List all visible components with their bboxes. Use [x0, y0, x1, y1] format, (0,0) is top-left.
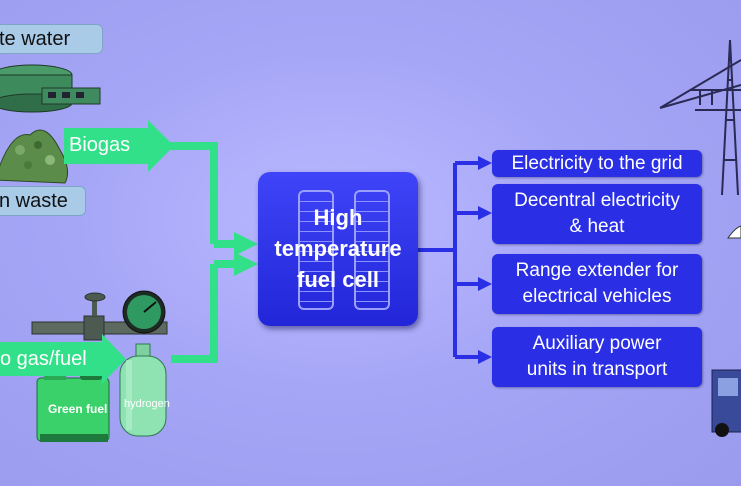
waste-water-label: te water: [0, 24, 103, 54]
output-arrowhead-2: [478, 206, 492, 220]
output-connectors: [418, 161, 482, 359]
green-fuel-text: Green fuel: [48, 402, 108, 416]
hydrogen-text: hydrogen: [124, 398, 170, 410]
treatment-tank-icon: [0, 64, 101, 113]
output-auxiliary-power: Auxiliary power units in transport: [492, 327, 702, 387]
output-label: Electricity to the grid: [511, 152, 683, 174]
output-label: Auxiliary power: [532, 333, 662, 354]
bio-gas-fuel-label: o gas/fuel: [0, 348, 87, 370]
input-connectors: [170, 142, 238, 363]
output-range-extender: Range extender for electrical vehicles: [492, 254, 702, 314]
input-arrowhead-upper: [234, 232, 258, 256]
power-pylon-icon: [659, 39, 741, 196]
fuel-cell-title-line2: temperature: [274, 236, 402, 261]
truck-icon: [711, 369, 741, 437]
fuel-cell-title-line3: fuel cell: [297, 267, 379, 292]
output-electricity-grid: Electricity to the grid: [492, 150, 702, 177]
car-icon: [727, 225, 741, 239]
biogas-label: Biogas: [69, 134, 131, 156]
waste-label: n waste: [0, 186, 86, 216]
output-label: & heat: [569, 216, 625, 237]
output-arrowhead-4: [478, 350, 492, 364]
output-label: Decentral electricity: [514, 190, 680, 211]
output-label: units in transport: [526, 359, 668, 380]
bio-fuel-arrow: [0, 334, 126, 384]
hydrogen-cylinder-icon: [119, 343, 167, 437]
waste-pile-icon: [0, 129, 69, 184]
fuel-cell-plate-left: [298, 190, 334, 310]
fuel-cell-title-line1: High: [313, 205, 363, 230]
input-arrowhead-lower: [234, 252, 258, 276]
output-arrowhead-1: [478, 156, 492, 170]
output-label: Range extender for: [515, 260, 679, 281]
fuel-cell-plate-right: [354, 190, 390, 310]
output-decentral-electricity: Decentral electricity & heat: [492, 184, 702, 244]
biogas-arrow: [64, 120, 174, 172]
output-arrowhead-3: [478, 277, 492, 291]
gas-pipe-gauge-icon: [31, 290, 168, 341]
output-label: electrical vehicles: [522, 286, 672, 307]
fuel-cell-box: High temperature fuel cell: [258, 172, 418, 326]
fuel-cell-title: High temperature fuel cell: [258, 202, 418, 295]
